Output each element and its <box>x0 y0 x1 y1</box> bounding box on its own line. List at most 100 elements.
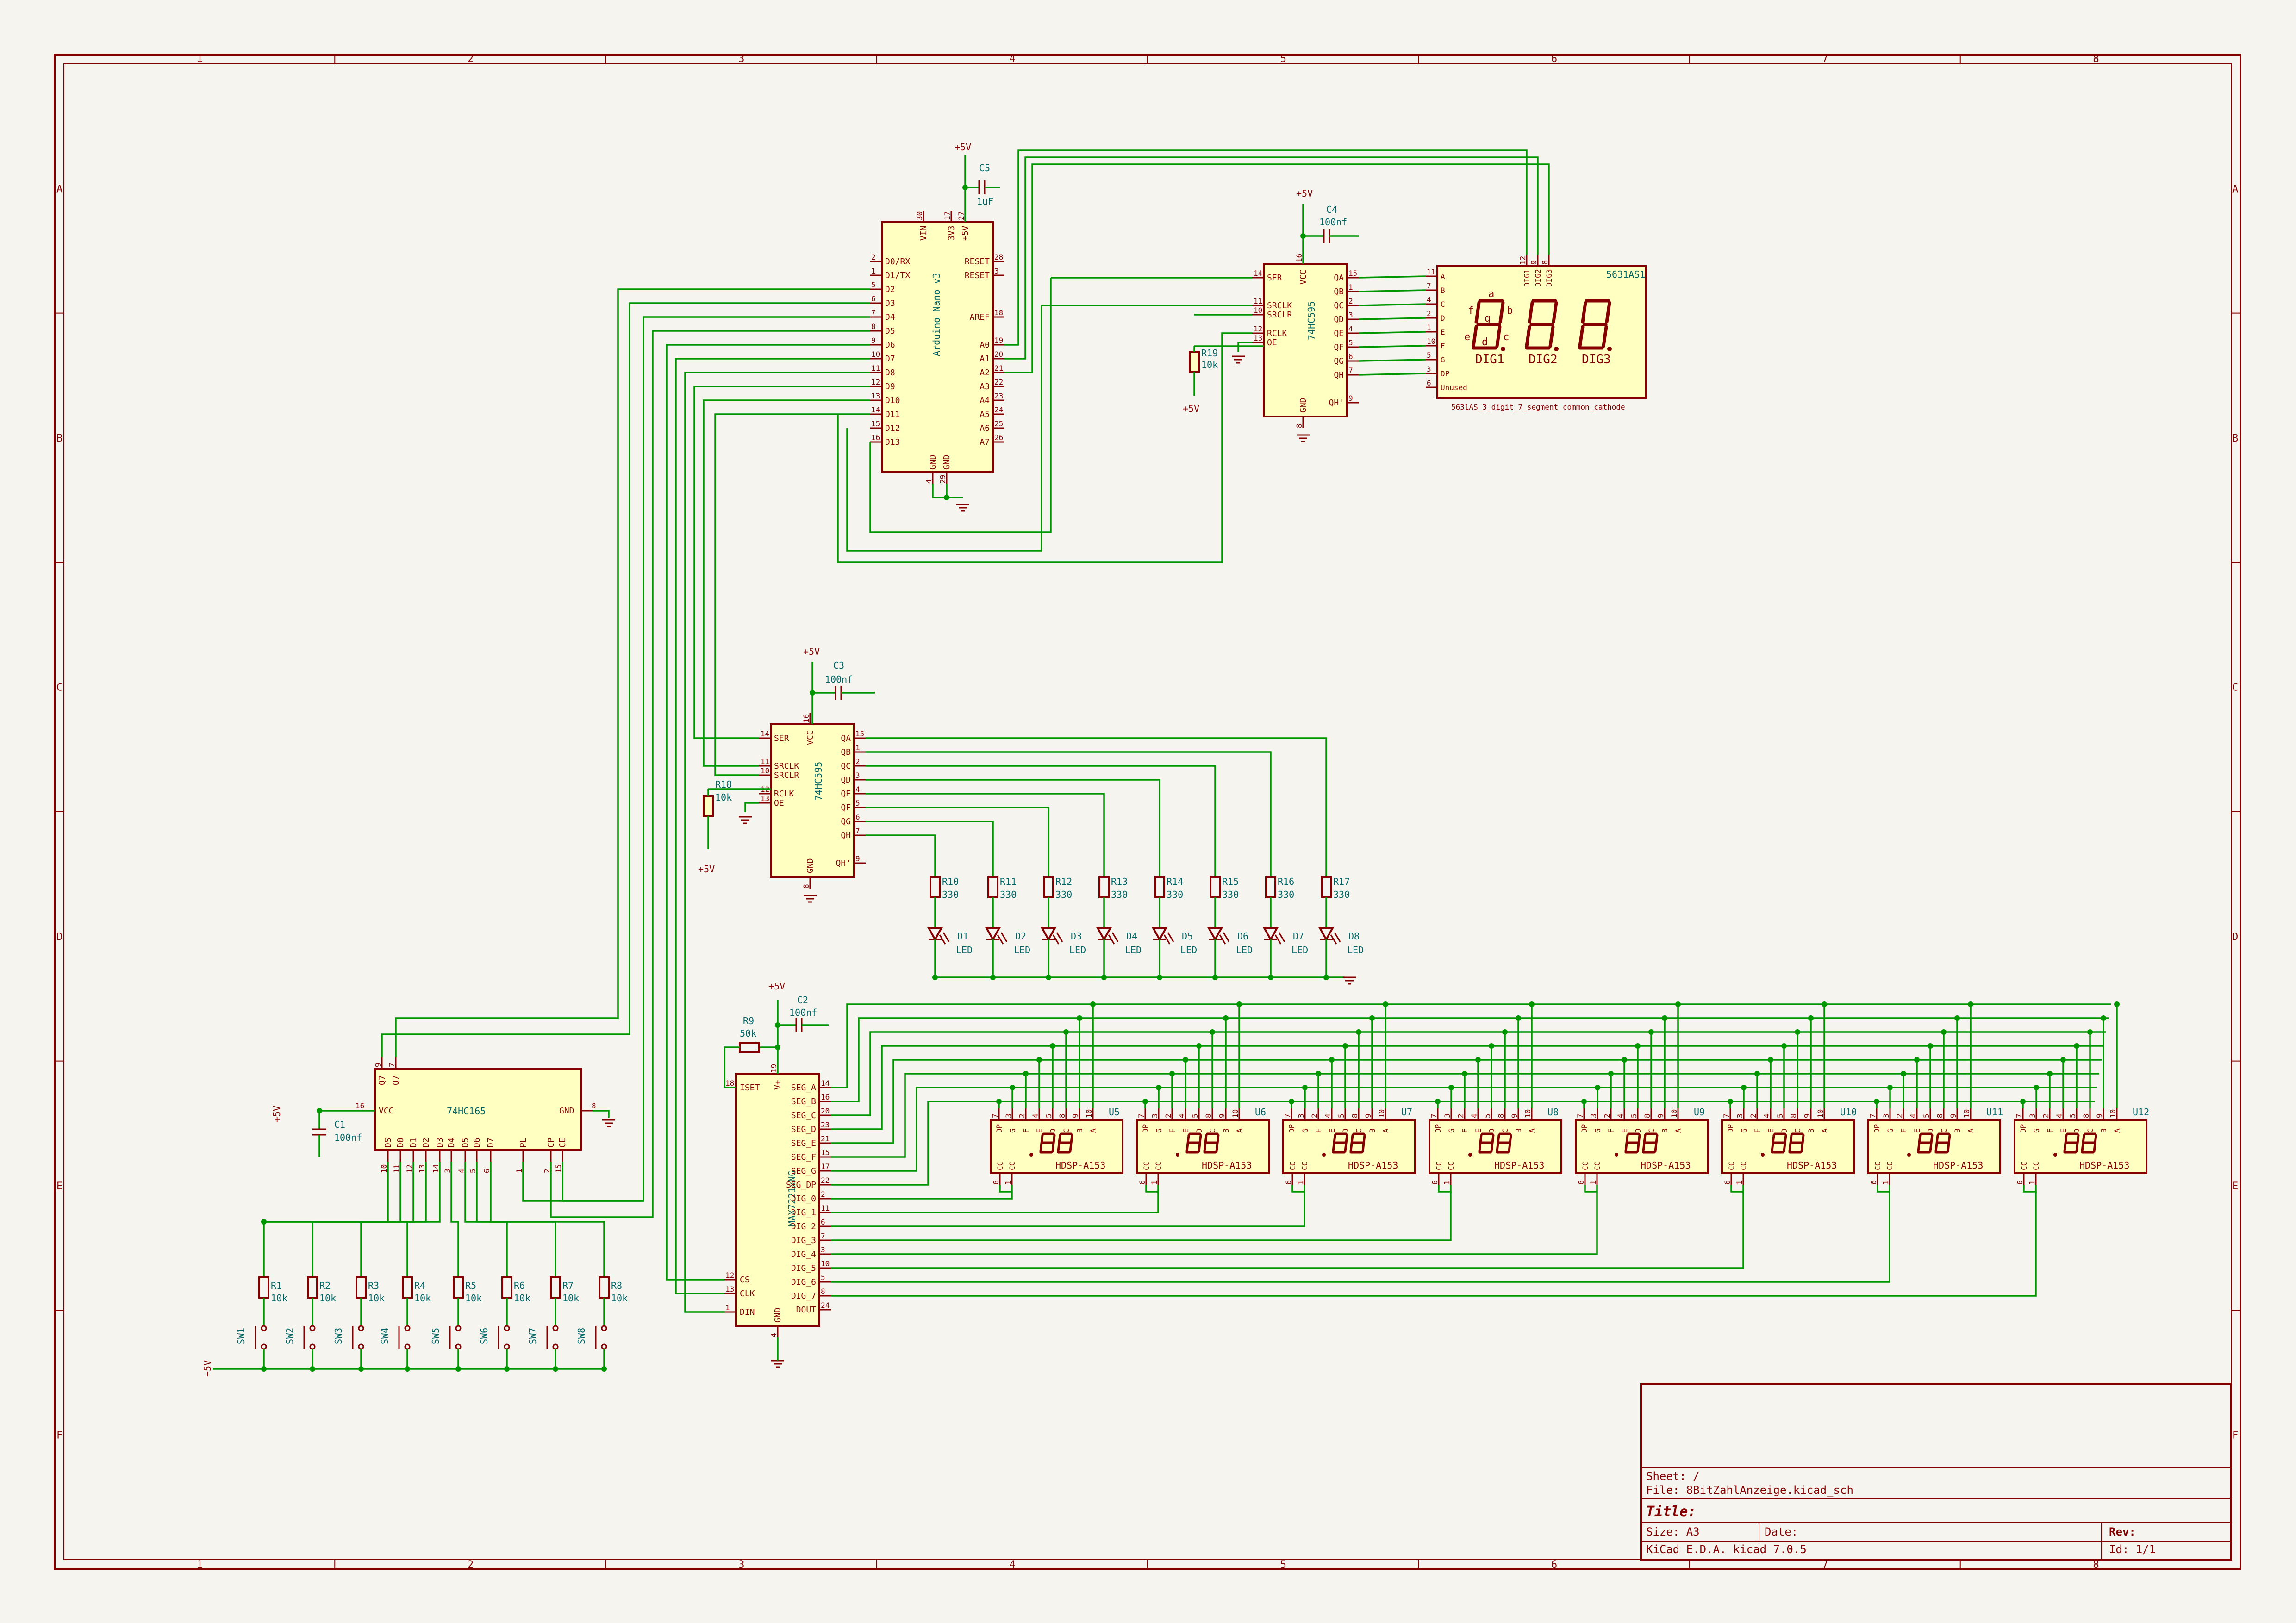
disp3-pin-num: 10 <box>1427 337 1435 346</box>
border-col-label: 2 <box>468 1559 474 1571</box>
r19-resistor: R19 10k +5V <box>1183 345 1264 414</box>
hdsp-pin-num: 7 <box>991 1113 999 1118</box>
digit-wire <box>831 1192 1159 1213</box>
max-pin-label: SEG_DP <box>786 1180 816 1190</box>
sr-pin-num: 11 <box>761 757 769 766</box>
disp3-pin-label: E <box>1441 328 1445 336</box>
sr-pin-label: GND <box>805 858 815 873</box>
arduino-pin-num: 16 <box>871 433 880 442</box>
disp3-pin-label: B <box>1441 286 1445 295</box>
arduino-pin-num: 14 <box>871 405 880 414</box>
switch-r-ref: R6 <box>514 1280 525 1291</box>
hdsp-pin-num: 2 <box>1749 1113 1758 1118</box>
hdsp-pin-num: 7 <box>1868 1113 1877 1118</box>
sr-pin-num: 3 <box>1348 311 1353 319</box>
hdsp-dp <box>1907 1153 1911 1157</box>
hdsp-pin-num: 3 <box>1589 1113 1598 1118</box>
hdsp-pin-label: A <box>1381 1128 1390 1133</box>
hdsp-ref: U8 <box>1547 1107 1559 1118</box>
c4-ref: C4 <box>1326 204 1337 215</box>
hdsp-pin-label: CC <box>1435 1162 1443 1170</box>
arduino-pin-label: 3V3 <box>947 225 956 241</box>
arduino-pin-label: A5 <box>980 410 990 419</box>
arduino-pin-num: 1 <box>871 267 876 275</box>
led-d-ref: D3 <box>1071 931 1082 942</box>
hc165-pin-label: CP <box>546 1138 556 1148</box>
hc165-pin-label: DS <box>383 1138 393 1148</box>
max-pin-label: SEG_F <box>791 1152 816 1162</box>
hc165-pin-label: PL <box>518 1138 528 1148</box>
wire <box>593 1110 610 1118</box>
hdsp-pin-label: G <box>1301 1128 1310 1133</box>
wire <box>1237 342 1252 352</box>
hc165-pin-label: D6 <box>472 1138 482 1148</box>
hdsp-pin-num: 7 <box>2015 1113 2023 1118</box>
led-diode <box>985 927 1001 942</box>
led-arrow <box>1167 932 1174 942</box>
hdsp-pin-label: G <box>1008 1128 1017 1133</box>
hdsp-dp <box>1615 1153 1618 1157</box>
wire <box>381 302 870 1057</box>
arduino-pin-num: 27 <box>957 211 966 220</box>
hc165-pin-label: D4 <box>447 1138 456 1148</box>
arduino-pin-label: D4 <box>885 312 895 322</box>
hdsp-pin-label: D <box>1926 1128 1935 1133</box>
arduino-pin-label: A7 <box>980 437 990 447</box>
hdsp-pin-label: D <box>1048 1128 1057 1133</box>
hdsp-pin-num: 7 <box>1722 1113 1731 1118</box>
hc165-pin-num: 10 <box>380 1164 388 1173</box>
hdsp-pin-label: C <box>1208 1128 1217 1133</box>
max-pin-label: DIG_6 <box>791 1277 816 1287</box>
hdsp-pin-label: C <box>1062 1128 1071 1133</box>
segment-bus <box>831 1003 2111 1088</box>
max-pin-num: 18 <box>725 1079 734 1088</box>
hdsp-pin-label: CC <box>1154 1162 1163 1170</box>
hdsp-pin-num: 8 <box>1058 1113 1067 1118</box>
sr-pin-num: 6 <box>855 813 860 821</box>
hdsp-body <box>990 1119 1123 1174</box>
r9-val: 50k <box>740 1028 756 1039</box>
max-pin-num: 22 <box>821 1176 830 1185</box>
border-row-label: C <box>56 682 62 694</box>
sr-pin-label: SRCLK <box>1267 301 1292 311</box>
sr-top-name: 74HC595 <box>1306 301 1317 340</box>
sr-pin-num: 8 <box>1295 423 1304 428</box>
hc165-pin-label: D7 <box>486 1138 496 1148</box>
led-d-ref: D6 <box>1237 931 1248 942</box>
seg-dp <box>1554 347 1559 351</box>
hdsp-pin-label: D <box>2072 1128 2081 1133</box>
hdsp-pin-num: 10 <box>1377 1109 1386 1118</box>
arduino-pin-label: VIN <box>919 225 929 241</box>
sr-pin-num: 16 <box>1295 254 1304 262</box>
hdsp-pin-num: 4 <box>2055 1113 2064 1118</box>
hdsp-pin-num: 1 <box>1735 1180 1744 1185</box>
hdsp-pin-num: 8 <box>2082 1113 2090 1118</box>
hdsp-pin-label: CC <box>1288 1162 1297 1170</box>
hdsp-pin-num: 3 <box>1443 1113 1452 1118</box>
switch-feed <box>490 1162 605 1277</box>
sr-pin-label: QC <box>841 761 851 771</box>
c4-val: 100nf <box>1319 217 1347 228</box>
max-pin-label: ISET <box>740 1083 760 1093</box>
hdsp-pin-num: 1 <box>1150 1180 1159 1185</box>
led-d-ref: D4 <box>1126 931 1137 942</box>
seg-c <box>1548 325 1555 348</box>
hdsp-pin-label: B <box>2099 1128 2108 1133</box>
led-r-val: 330 <box>1167 889 1183 900</box>
sr-pin-label: QH' <box>836 858 851 868</box>
sr-pin-label: QE <box>1334 329 1344 338</box>
led-r-val: 330 <box>1000 889 1017 900</box>
border-row-label: A <box>2232 183 2238 195</box>
hdsp-pin-num: 5 <box>1337 1113 1346 1118</box>
hdsp-pin-num: 10 <box>2109 1109 2117 1118</box>
sr-pin-label: OE <box>774 798 784 808</box>
disp3-pin-label: D <box>1441 314 1445 323</box>
led-r-ref: R14 <box>1167 876 1183 887</box>
arduino-pin-label: D3 <box>885 298 895 308</box>
hdsp-pin-label: F <box>1899 1128 1908 1133</box>
led-r-val: 330 <box>1055 889 1072 900</box>
shift-register-165: 74HC165 9Q77Q716VCC8GND10DS11D012D113D21… <box>356 1057 615 1173</box>
